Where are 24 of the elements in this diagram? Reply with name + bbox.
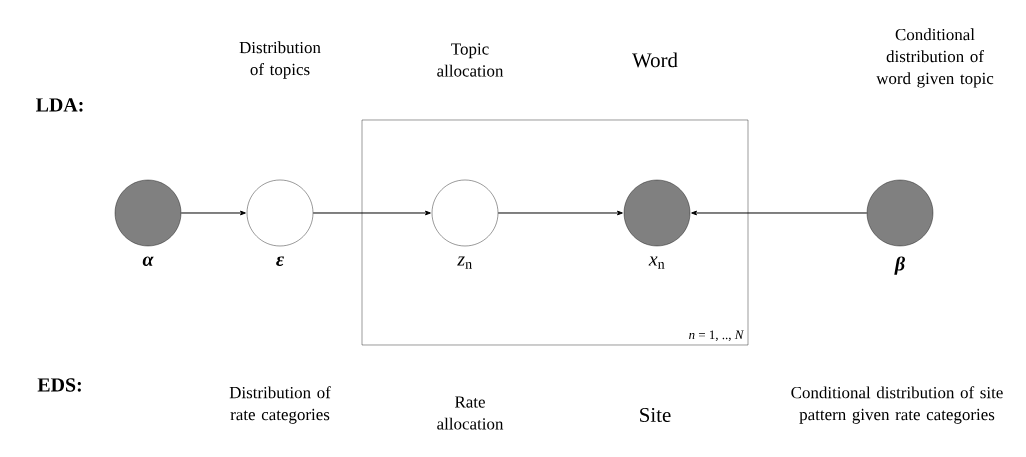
variable-circle	[431, 179, 499, 247]
arrow	[180, 210, 246, 216]
variable-circle	[866, 179, 934, 247]
variable-symbol: ε	[276, 256, 284, 266]
variable-symbol: β	[894, 256, 905, 275]
arrow	[691, 210, 868, 216]
description-text: Conditional distribution of site pattern given rate categories	[791, 386, 1003, 424]
description-text: Topic allocation	[437, 43, 504, 77]
variable-circle	[114, 179, 182, 247]
variable-circle	[623, 179, 691, 247]
arrow	[312, 210, 431, 216]
variable-symbol: x$_{n}$	[648, 256, 665, 269]
variable-symbol: α	[142, 256, 154, 266]
variable-circle	[246, 179, 314, 247]
description-text: Rate allocation	[437, 396, 504, 430]
description-text: Distribution of rate categories	[229, 386, 331, 424]
description-text: Word	[632, 52, 678, 68]
variable-symbol: z$_{n}$	[457, 256, 472, 269]
description-text: Conditional distribution of word given topic	[876, 28, 994, 88]
model-label: EDS:	[37, 378, 81, 392]
description-text: Distribution of topics	[239, 41, 321, 79]
arrow	[497, 210, 623, 216]
model-label: LDA:	[36, 98, 83, 112]
description-text: Site	[640, 407, 671, 422]
